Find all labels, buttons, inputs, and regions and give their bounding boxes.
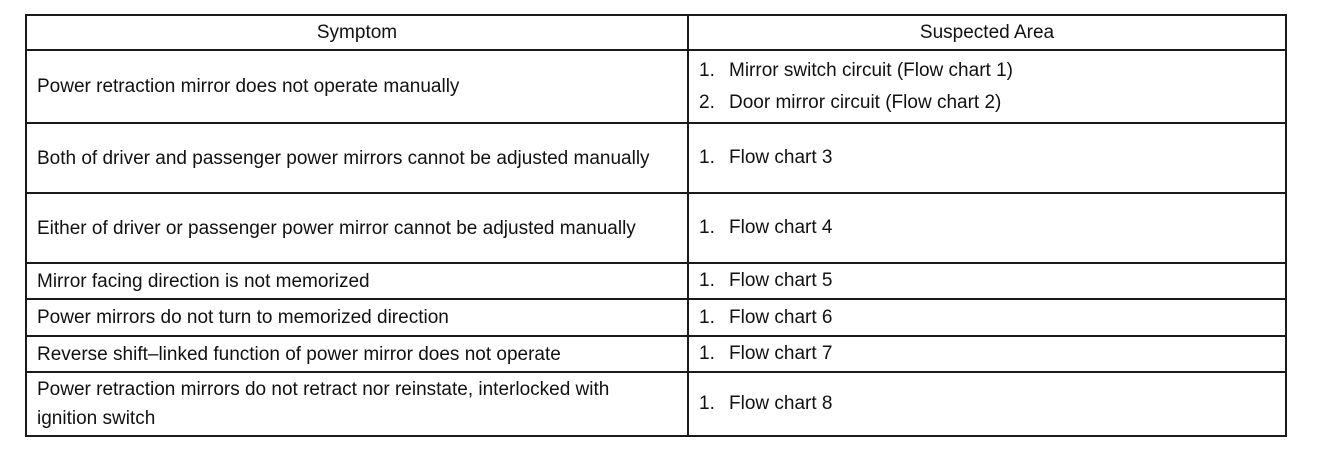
symptom-cell: Either of driver or passenger power mirr… (25, 192, 689, 264)
item-number: 2. (699, 91, 715, 113)
header-suspected-area: Suspected Area (687, 14, 1287, 51)
symptom-text: Reverse shift–linked function of power m… (37, 343, 561, 365)
item-number: 1. (699, 270, 715, 291)
suspected-area-list: 1. Flow chart 5 (699, 265, 1275, 297)
suspected-area-list: 1. Mirror switch circuit (Flow chart 1) … (699, 55, 1275, 119)
symptom-cell: Reverse shift–linked function of power m… (25, 335, 689, 373)
item-text: Flow chart 7 (729, 343, 833, 364)
suspected-area-list: 1. Flow chart 8 (699, 388, 1275, 420)
item-text: Door mirror circuit (Flow chart 2) (729, 91, 1002, 113)
item-number: 1. (699, 59, 715, 81)
suspected-area-cell: 1. Flow chart 6 (687, 298, 1287, 337)
suspected-area-list: 1. Flow chart 7 (699, 338, 1275, 370)
item-number: 1. (699, 147, 715, 168)
list-item: 1. Flow chart 6 (699, 302, 1275, 334)
suspected-area-cell: 1. Mirror switch circuit (Flow chart 1) … (687, 49, 1287, 124)
suspected-area-list: 1. Flow chart 3 (699, 142, 1275, 174)
table-header-row: Symptom Suspected Area (25, 14, 1287, 51)
item-number: 1. (699, 393, 715, 414)
item-text: Flow chart 8 (729, 393, 833, 414)
table-row: Both of driver and passenger power mirro… (25, 122, 1287, 194)
item-number: 1. (699, 306, 715, 328)
list-item: 2. Door mirror circuit (Flow chart 2) (699, 87, 1275, 119)
list-item: 1. Flow chart 4 (699, 212, 1275, 244)
table-row: Power mirrors do not turn to memorized d… (25, 298, 1287, 337)
item-text: Flow chart 5 (729, 270, 833, 291)
list-item: 1. Flow chart 7 (699, 338, 1275, 370)
item-text: Flow chart 6 (729, 306, 833, 328)
item-number: 1. (699, 217, 715, 238)
symptom-cell: Power retraction mirrors do not retract … (25, 371, 689, 437)
symptom-cell: Power retraction mirror does not operate… (25, 49, 689, 124)
suspected-area-cell: 1. Flow chart 7 (687, 335, 1287, 373)
list-item: 1. Flow chart 5 (699, 265, 1275, 297)
suspected-area-cell: 1. Flow chart 8 (687, 371, 1287, 437)
symptom-text: Power retraction mirror does not operate… (37, 76, 460, 97)
table-row: Mirror facing direction is not memorized… (25, 262, 1287, 300)
symptom-text: Mirror facing direction is not memorized (37, 270, 370, 292)
suspected-area-cell: 1. Flow chart 5 (687, 262, 1287, 300)
table-row: Either of driver or passenger power mirr… (25, 192, 1287, 264)
table-row: Power retraction mirrors do not retract … (25, 371, 1287, 437)
symptom-text: Either of driver or passenger power mirr… (37, 217, 636, 239)
suspected-area-cell: 1. Flow chart 4 (687, 192, 1287, 264)
table-row: Reverse shift–linked function of power m… (25, 335, 1287, 373)
symptom-text: Power mirrors do not turn to memorized d… (37, 307, 449, 328)
symptom-cell: Power mirrors do not turn to memorized d… (25, 298, 689, 337)
symptom-table: Symptom Suspected Area Power retraction … (25, 14, 1287, 437)
suspected-area-list: 1. Flow chart 4 (699, 212, 1275, 244)
table-row: Power retraction mirror does not operate… (25, 49, 1287, 124)
header-symptom: Symptom (25, 14, 689, 51)
suspected-area-list: 1. Flow chart 6 (699, 302, 1275, 334)
item-text: Flow chart 3 (729, 147, 833, 168)
list-item: 1. Mirror switch circuit (Flow chart 1) (699, 55, 1275, 87)
suspected-area-cell: 1. Flow chart 3 (687, 122, 1287, 194)
document-page: Symptom Suspected Area Power retraction … (25, 14, 1287, 437)
list-item: 1. Flow chart 8 (699, 388, 1275, 420)
item-text: Flow chart 4 (729, 217, 833, 238)
item-text: Mirror switch circuit (Flow chart 1) (729, 59, 1013, 81)
symptom-text: Both of driver and passenger power mirro… (37, 147, 650, 169)
list-item: 1. Flow chart 3 (699, 142, 1275, 174)
symptom-cell: Mirror facing direction is not memorized (25, 262, 689, 300)
item-number: 1. (699, 343, 715, 364)
symptom-cell: Both of driver and passenger power mirro… (25, 122, 689, 194)
symptom-text: Power retraction mirrors do not retract … (37, 379, 610, 429)
